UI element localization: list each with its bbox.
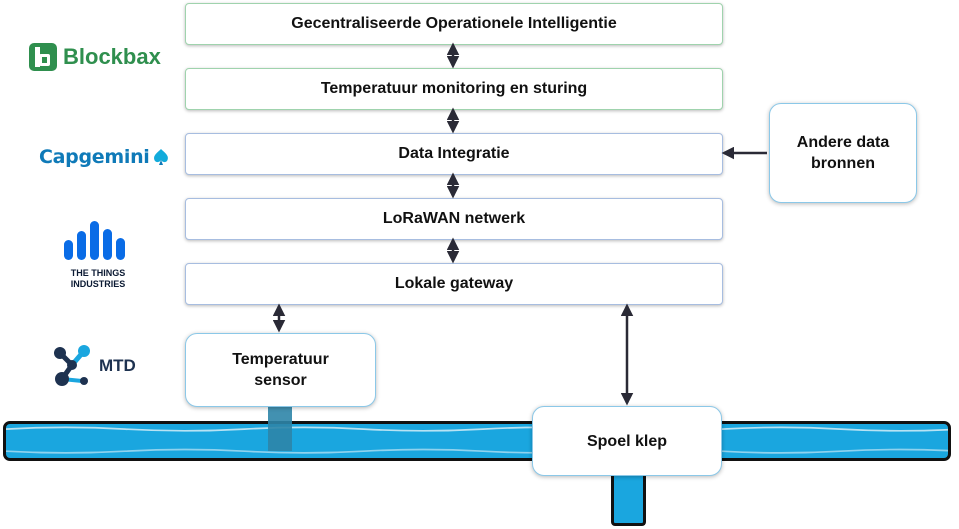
capgemini-wordmark: Capgemini [39, 146, 150, 168]
temperature-sensor-label: Temperatuur sensor [232, 351, 329, 389]
mtd-wordmark: MTD [99, 356, 136, 375]
ttn-bars-icon [64, 221, 125, 260]
blockbax-icon [29, 43, 57, 71]
other-data-sources-box: Andere data bronnen [769, 103, 917, 203]
water-pipe [3, 421, 951, 461]
pipe-water-texture [6, 426, 948, 454]
temperature-sensor-box: Temperatuur sensor [185, 333, 376, 407]
layer-operational-intelligence: Gecentraliseerde Operationele Intelligen… [185, 3, 723, 45]
solenoid-valve-label: Spoel klep [586, 432, 668, 450]
mtd-logo: MTD [48, 343, 136, 389]
capgemini-spade-icon [153, 149, 168, 165]
layer-data-integration: Data Integratie [185, 133, 723, 175]
the-things-industries-logo: THE THINGS INDUSTRIES [62, 220, 134, 290]
valve-outlet-pipe [611, 470, 646, 526]
mtd-molecule-icon [54, 345, 90, 386]
other-data-sources-label: Andere data bronnen [796, 134, 890, 172]
ttn-line1: THE THINGS [70, 268, 126, 278]
sensor-probe [268, 402, 292, 451]
capgemini-logo: Capgemini [39, 146, 171, 168]
layer-local-gateway: Lokale gateway [185, 263, 723, 305]
blockbax-logo: Blockbax [28, 42, 161, 72]
solenoid-valve-box: Spoel klep [532, 406, 722, 476]
ttn-line2: INDUSTRIES [70, 279, 126, 289]
blockbax-wordmark: Blockbax [63, 44, 161, 69]
